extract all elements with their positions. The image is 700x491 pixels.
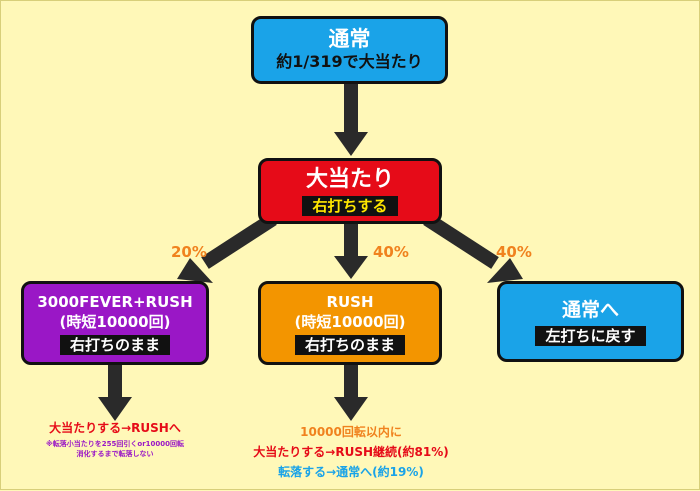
arrow-jackpot-to-return <box>423 213 523 283</box>
arrow-jackpot-to-rush <box>334 224 368 279</box>
branch-right-percent: 40% <box>496 243 532 261</box>
arrow-fever-to-result <box>98 365 132 421</box>
normal-state-box: 通常 約1/319で大当たり <box>251 16 448 84</box>
branch-center-percent: 40% <box>373 243 409 261</box>
fever-result-note-2: 消化するまで転落しない <box>76 450 154 458</box>
return-normal-box: 通常へ 左打ちに戻す <box>497 281 684 362</box>
fever-result-note-1: ※転落小当たりを255回引くor10000回転 <box>45 440 185 448</box>
return-instruction: 左打ちに戻す <box>535 326 646 346</box>
arrow-normal-to-jackpot <box>334 84 368 156</box>
rush-result-line-1: 10000回転以内に <box>300 425 402 439</box>
rush-timeshort: (時短10000回) <box>294 312 406 331</box>
normal-probability: 約1/319で大当たり <box>276 52 423 71</box>
jackpot-instruction: 右打ちする <box>302 195 398 216</box>
rush-title: RUSH <box>326 292 374 311</box>
arrow-rush-to-result <box>334 365 368 421</box>
rush-result-line-3: 転落する→通常へ(約19%) <box>278 465 424 479</box>
rush-result-line-2: 大当たりする→RUSH継続(約81%) <box>253 445 449 459</box>
arrow-jackpot-to-fever <box>177 213 277 283</box>
rush-instruction: 右打ちのまま <box>294 334 405 355</box>
jackpot-title: 大当たり <box>305 166 394 192</box>
return-title: 通常へ <box>561 299 619 321</box>
fever-timeshort: (時短10000回) <box>59 312 171 331</box>
jackpot-box: 大当たり 右打ちする <box>258 158 442 224</box>
fever-title: 3000FEVER+RUSH <box>37 292 193 311</box>
fever-rush-box: 3000FEVER+RUSH (時短10000回) 右打ちのまま <box>21 281 209 365</box>
normal-title: 通常 <box>328 27 371 51</box>
fever-instruction: 右打ちのまま <box>59 334 170 355</box>
branch-left-percent: 20% <box>171 243 207 261</box>
rush-box: RUSH (時短10000回) 右打ちのまま <box>258 281 442 365</box>
fever-result-text: 大当たりする→RUSHへ <box>49 421 181 435</box>
